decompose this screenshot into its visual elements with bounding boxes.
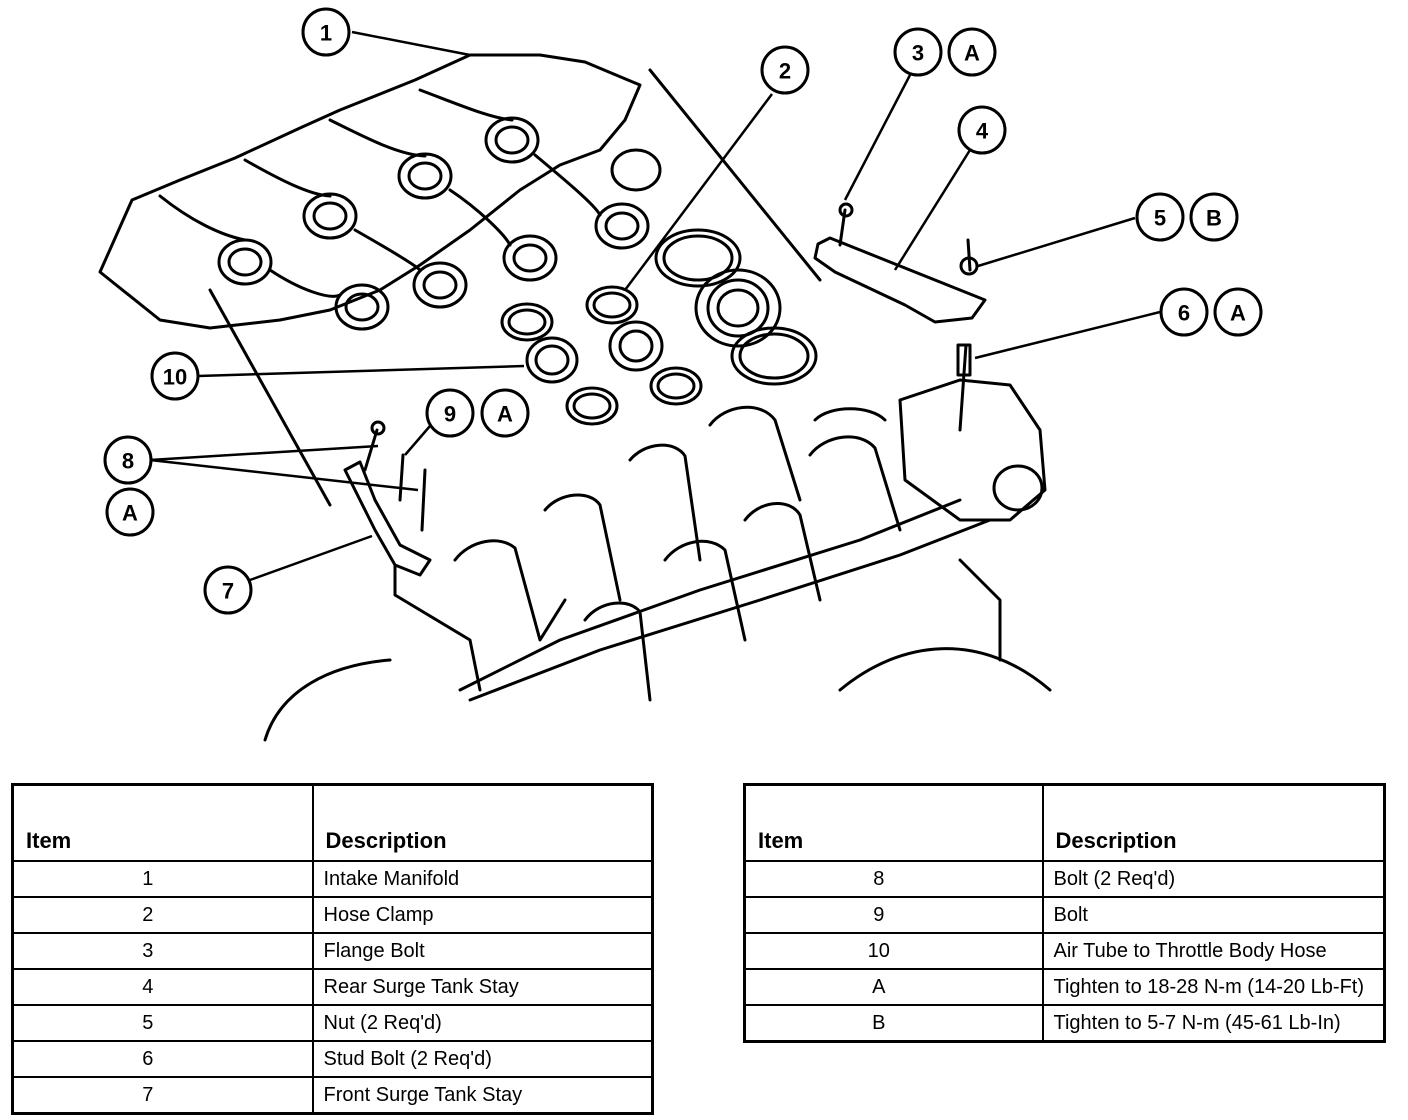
callout-6a-circle: [1213, 287, 1263, 337]
callout-9: 9: [444, 402, 456, 427]
item-number: 4: [11, 968, 314, 1006]
item-description: Hose Clamp: [311, 896, 654, 934]
callout-3: 3: [912, 41, 924, 66]
leader-6: [974, 310, 1161, 360]
leader-2: [624, 93, 773, 291]
item-number: A: [743, 968, 1044, 1006]
item-description: Front Surge Tank Stay: [311, 1076, 654, 1115]
callout-7-circle: [203, 565, 253, 615]
callout-1-circle: [301, 7, 351, 57]
legend-header-row: Item Description: [11, 783, 654, 862]
item-number: 5: [11, 1004, 314, 1042]
item-description: Stud Bolt (2 Req'd): [311, 1040, 654, 1078]
callout-2-circle: [760, 45, 810, 95]
description-column-header: Description: [311, 783, 654, 862]
leader-9: [404, 425, 431, 456]
item-description: Bolt: [1041, 896, 1386, 934]
item-number: 7: [11, 1076, 314, 1115]
callout-3a-circle: [947, 27, 997, 77]
item-number: 9: [743, 896, 1044, 934]
lower-manifold: [263, 378, 1052, 742]
leader-3: [843, 74, 912, 201]
item-number: 8: [743, 860, 1044, 898]
callout-5-circle: [1135, 192, 1185, 242]
leader-7: [249, 534, 373, 582]
item-description: Tighten to 18-28 N-m (14-20 Lb-Ft): [1041, 968, 1386, 1006]
callout-8-circle: [103, 435, 153, 485]
exploded-diagram: 1 2 3 A 4 5 B 6 A 10 9 A 8 A 7: [98, 7, 1263, 742]
front-stay: [343, 460, 432, 577]
callout-8: 8: [122, 449, 134, 474]
callout-5b-circle: [1189, 192, 1239, 242]
item-description: Intake Manifold: [311, 860, 654, 898]
callout-1: 1: [320, 21, 332, 46]
item-description: Tighten to 5-7 N-m (45-61 Lb-In): [1041, 1004, 1386, 1043]
item-column-header: Item: [743, 783, 1044, 862]
item-number: 2: [11, 896, 314, 934]
callout-6-circle: [1159, 287, 1209, 337]
upper-runners: [158, 88, 662, 331]
leader-5: [977, 216, 1136, 268]
callout-4: 4: [976, 119, 989, 144]
item-number: 1: [11, 860, 314, 898]
leader-8b: [149, 458, 419, 492]
callout-10: 10: [163, 365, 187, 390]
callout-9-circle: [425, 388, 475, 438]
callout-5: 5: [1154, 206, 1166, 231]
legend-header-row: Item Description: [743, 783, 1386, 862]
item-description: Air Tube to Throttle Body Hose: [1041, 932, 1386, 970]
upper-manifold-outline: [98, 53, 642, 330]
description-column-header: Description: [1041, 783, 1386, 862]
callout-4-circle: [957, 105, 1007, 155]
leader-10: [197, 364, 525, 378]
leader-4: [893, 149, 972, 271]
callout-9a-circle: [480, 388, 530, 438]
item-description: Bolt (2 Req'd): [1041, 860, 1386, 898]
item-number: B: [743, 1004, 1044, 1043]
item-description: Nut (2 Req'd): [311, 1004, 654, 1042]
callout-3-a: A: [964, 41, 980, 66]
callout-8-a: A: [122, 501, 138, 526]
callout-3-circle: [893, 27, 943, 77]
callout-10-circle: [150, 351, 200, 401]
item-number: 3: [11, 932, 314, 970]
callout-5-b: B: [1206, 206, 1222, 231]
callout-6: 6: [1178, 301, 1190, 326]
callout-8a-circle: [105, 487, 155, 537]
item-description: Flange Bolt: [311, 932, 654, 970]
rear-stay: [813, 236, 987, 324]
callout-7: 7: [222, 579, 234, 604]
item-number: 10: [743, 932, 1044, 970]
callout-9-a: A: [497, 402, 513, 427]
callout-2: 2: [779, 59, 791, 84]
item-description: Rear Surge Tank Stay: [311, 968, 654, 1006]
hose-clamps: [500, 228, 818, 426]
leader-1: [351, 30, 471, 57]
item-column-header: Item: [11, 783, 314, 862]
leader-8a: [149, 444, 379, 462]
callout-6-a: A: [1230, 301, 1246, 326]
item-number: 6: [11, 1040, 314, 1078]
